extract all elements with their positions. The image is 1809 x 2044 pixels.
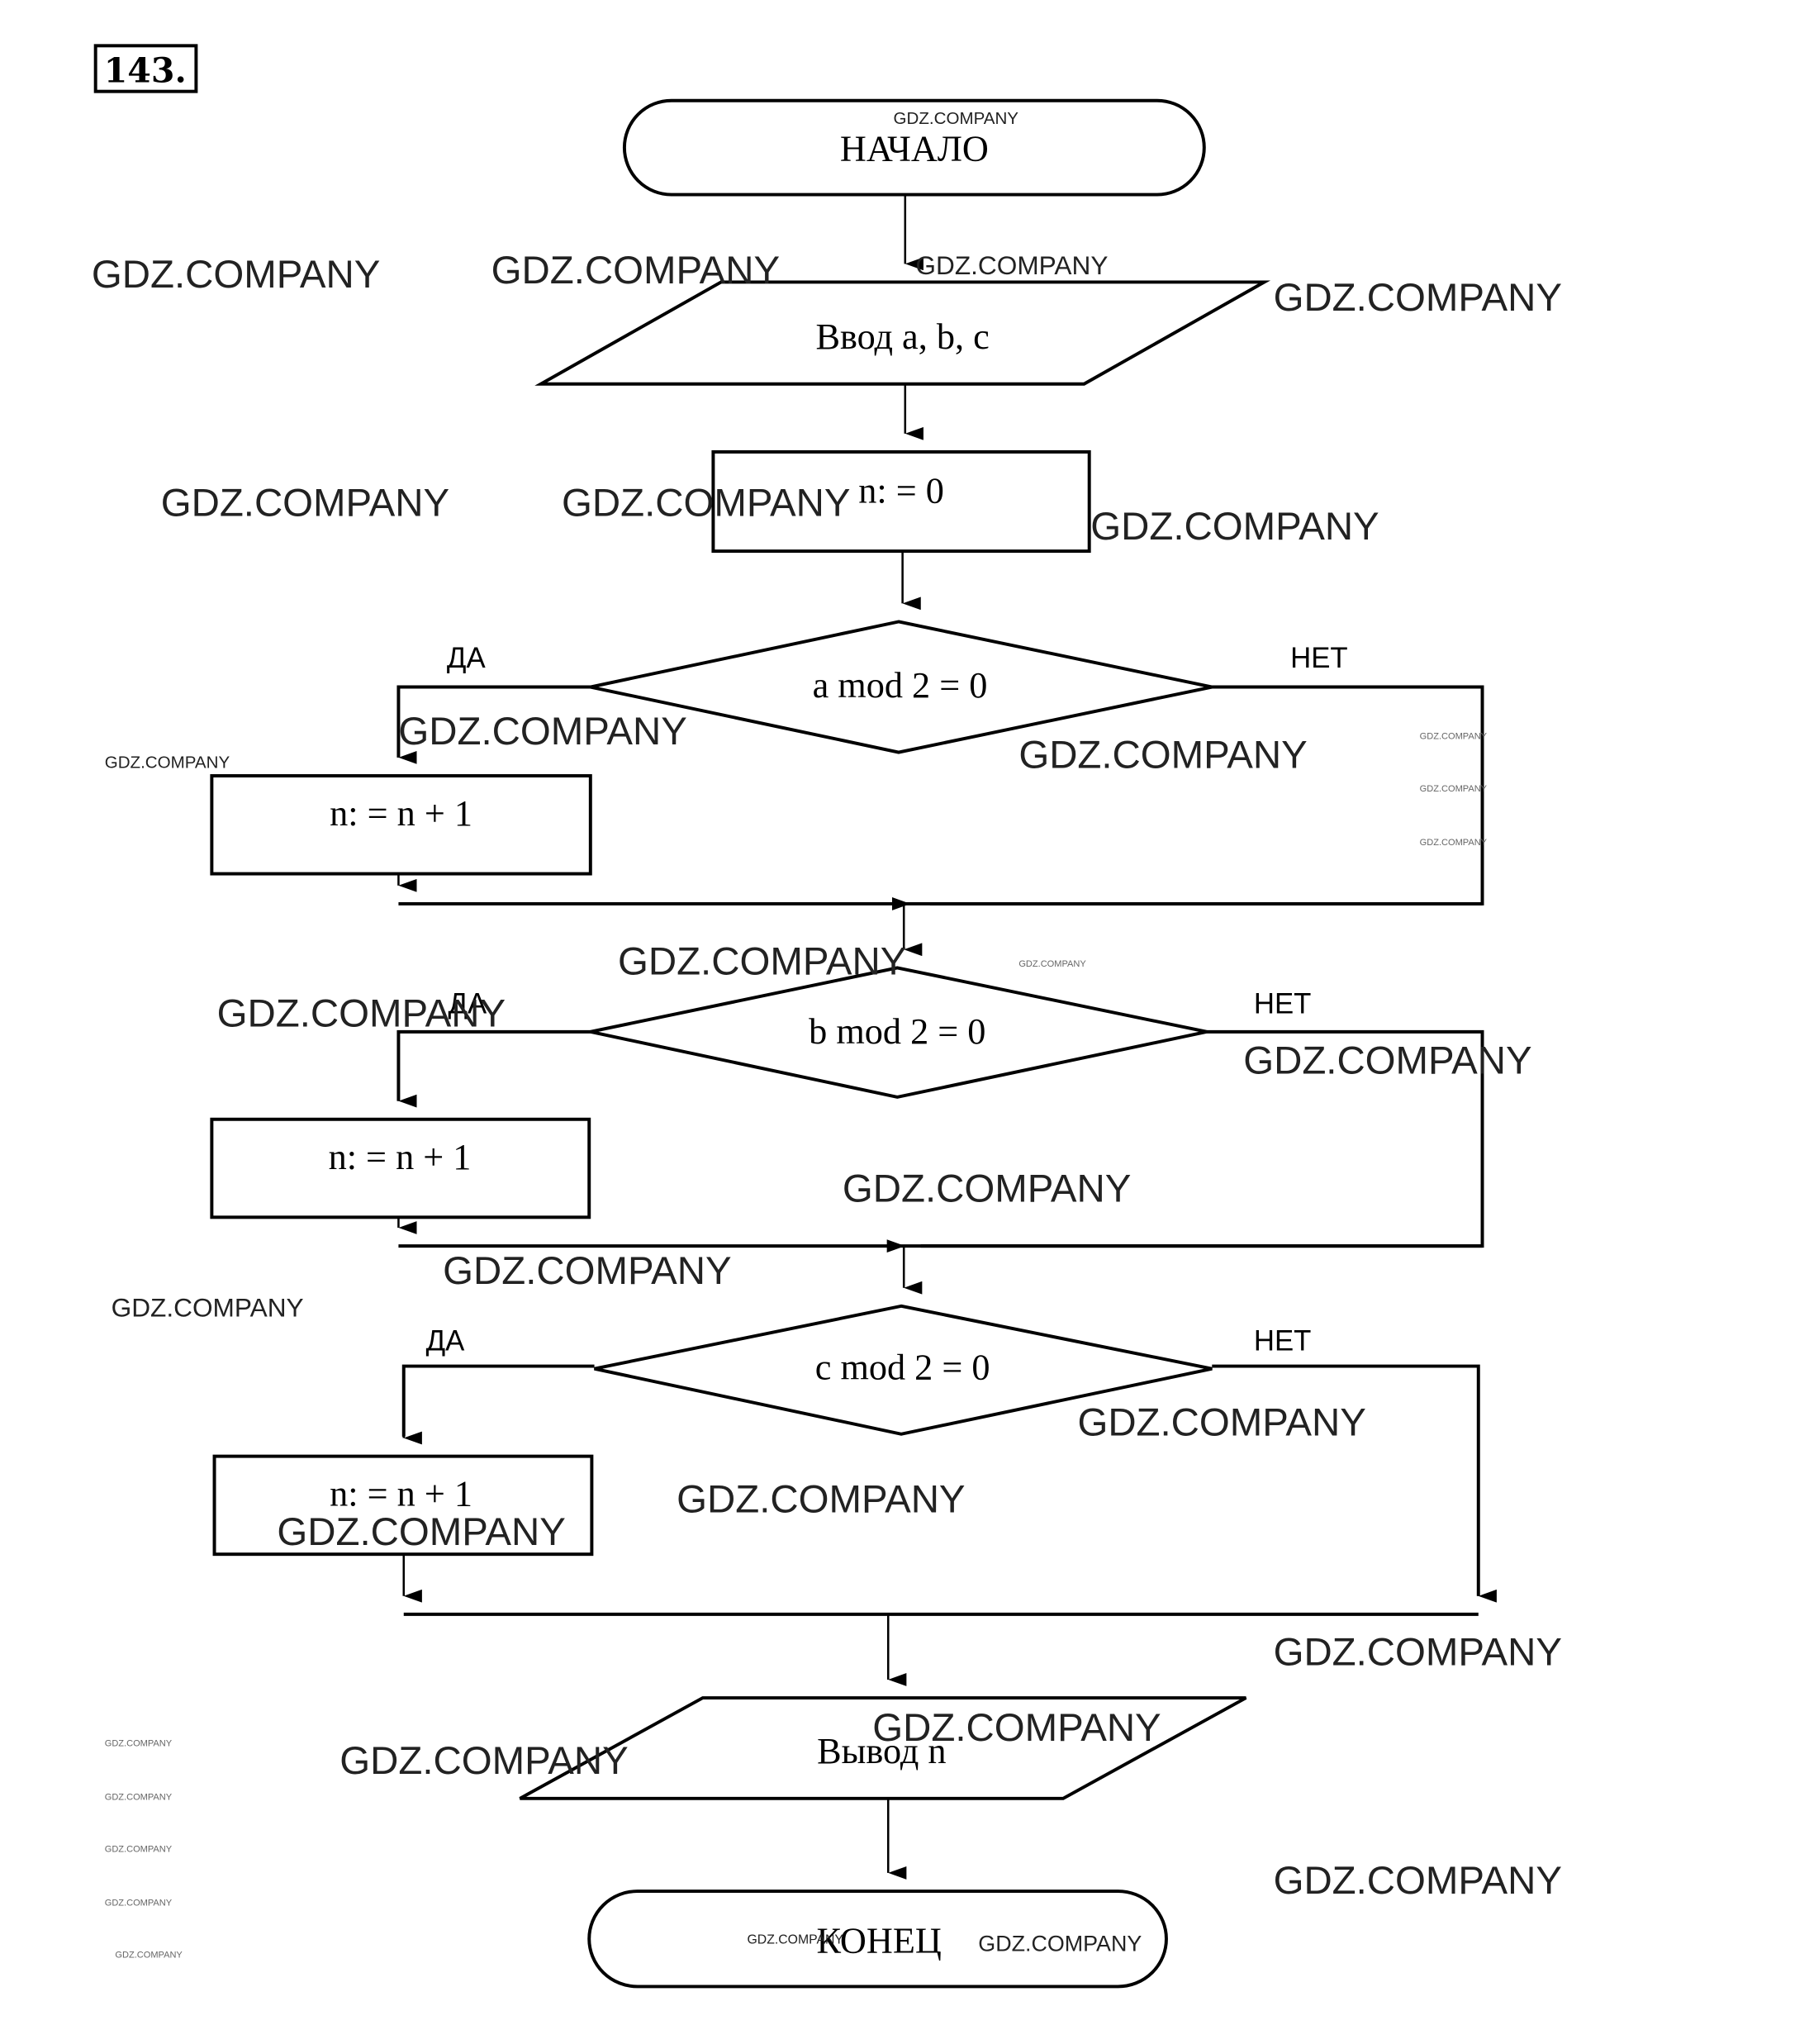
- action-a-label: n: = n + 1: [330, 793, 472, 834]
- action-b-label: n: = n + 1: [329, 1137, 472, 1177]
- condition-a-yes-label: ДА: [447, 643, 487, 674]
- watermark: GDZ.COMPANY: [339, 1739, 628, 1783]
- watermark: GDZ.COMPANY: [443, 1249, 731, 1293]
- watermark: GDZ.COMPANY: [618, 939, 906, 983]
- condition-c-decision: c mod 2 = 0: [594, 1304, 1213, 1436]
- watermark: GDZ.COMPANY: [112, 1292, 304, 1322]
- action-b-process-block: n: = n + 1: [210, 1117, 591, 1219]
- condition-c-yes-label: ДА: [426, 1326, 466, 1357]
- connector-c-no: [1212, 1364, 1480, 1596]
- task-number-box: 143.: [93, 44, 198, 93]
- watermark: GDZ.COMPANY: [1243, 1039, 1531, 1082]
- end-terminator: КОНЕЦ: [587, 1890, 1168, 1989]
- action-c-process-block: n: = n + 1: [212, 1454, 594, 1557]
- connector-b-yes: [396, 1029, 591, 1101]
- start-terminator: НАЧАЛО: [622, 98, 1206, 197]
- watermark: GDZ.COMPANY: [1420, 838, 1488, 848]
- condition-c-no-label: НЕТ: [1254, 1326, 1312, 1357]
- watermark: GDZ.COMPANY: [1090, 505, 1379, 549]
- input-label: Ввод a, b, c: [816, 316, 990, 357]
- watermark: GDZ.COMPANY: [115, 1951, 183, 1961]
- condition-b-label: b mod 2 = 0: [809, 1011, 985, 1052]
- watermark: GDZ.COMPANY: [1018, 959, 1086, 969]
- condition-a-decision: a mod 2 = 0: [590, 620, 1213, 754]
- action-a-process-block: n: = n + 1: [210, 774, 592, 876]
- watermark: GDZ.COMPANY: [92, 253, 380, 297]
- connector-c-yes: [401, 1364, 595, 1437]
- watermark: GDZ.COMPANY: [161, 481, 449, 525]
- watermark: GDZ.COMPANY: [748, 1932, 844, 1947]
- watermark: GDZ.COMPANY: [491, 249, 780, 292]
- watermark: GDZ.COMPANY: [105, 753, 230, 772]
- task-number: 143.: [104, 50, 187, 91]
- watermarks: GDZ.COMPANY GDZ.COMPANY GDZ.COMPANY GDZ.…: [92, 109, 1562, 1960]
- watermark: GDZ.COMPANY: [915, 250, 1108, 280]
- watermark: GDZ.COMPANY: [894, 109, 1019, 128]
- watermark: GDZ.COMPANY: [398, 710, 686, 753]
- watermark: GDZ.COMPANY: [105, 1845, 173, 1855]
- watermark: GDZ.COMPANY: [1274, 276, 1562, 320]
- watermark: GDZ.COMPANY: [1420, 732, 1488, 742]
- input-block: Ввод a, b, c: [534, 280, 1271, 386]
- watermark: GDZ.COMPANY: [105, 1898, 173, 1908]
- action-c-label: n: = n + 1: [330, 1474, 472, 1514]
- condition-a-label: a mod 2 = 0: [813, 665, 988, 706]
- watermark: GDZ.COMPANY: [978, 1932, 1142, 1956]
- condition-b-decision: b mod 2 = 0: [590, 966, 1208, 1099]
- watermark: GDZ.COMPANY: [105, 1792, 173, 1802]
- end-label: КОНЕЦ: [817, 1920, 942, 1961]
- condition-b-no-label: НЕТ: [1254, 989, 1312, 1020]
- start-label: НАЧАЛО: [840, 128, 989, 169]
- watermark: GDZ.COMPANY: [562, 481, 850, 525]
- condition-a-no-label: НЕТ: [1290, 643, 1348, 674]
- watermark: GDZ.COMPANY: [1274, 1859, 1562, 1903]
- watermark: GDZ.COMPANY: [1274, 1631, 1562, 1675]
- init-label: n: = 0: [858, 471, 944, 511]
- condition-c-label: c mod 2 = 0: [815, 1347, 990, 1387]
- watermark: GDZ.COMPANY: [872, 1706, 1161, 1750]
- watermark: GDZ.COMPANY: [1018, 734, 1307, 777]
- output-block: Вывод n: [519, 1696, 1247, 1800]
- watermark: GDZ.COMPANY: [217, 992, 506, 1036]
- watermark: GDZ.COMPANY: [105, 1739, 173, 1749]
- output-label: Вывод n: [817, 1731, 946, 1771]
- init-process-block: n: = 0: [711, 449, 1091, 554]
- condition-b-yes-label: ДА: [448, 989, 487, 1020]
- watermark: GDZ.COMPANY: [277, 1510, 565, 1554]
- watermark: GDZ.COMPANY: [677, 1478, 965, 1522]
- watermark: GDZ.COMPANY: [1420, 784, 1488, 794]
- watermark: GDZ.COMPANY: [843, 1167, 1131, 1210]
- watermark: GDZ.COMPANY: [1077, 1400, 1365, 1444]
